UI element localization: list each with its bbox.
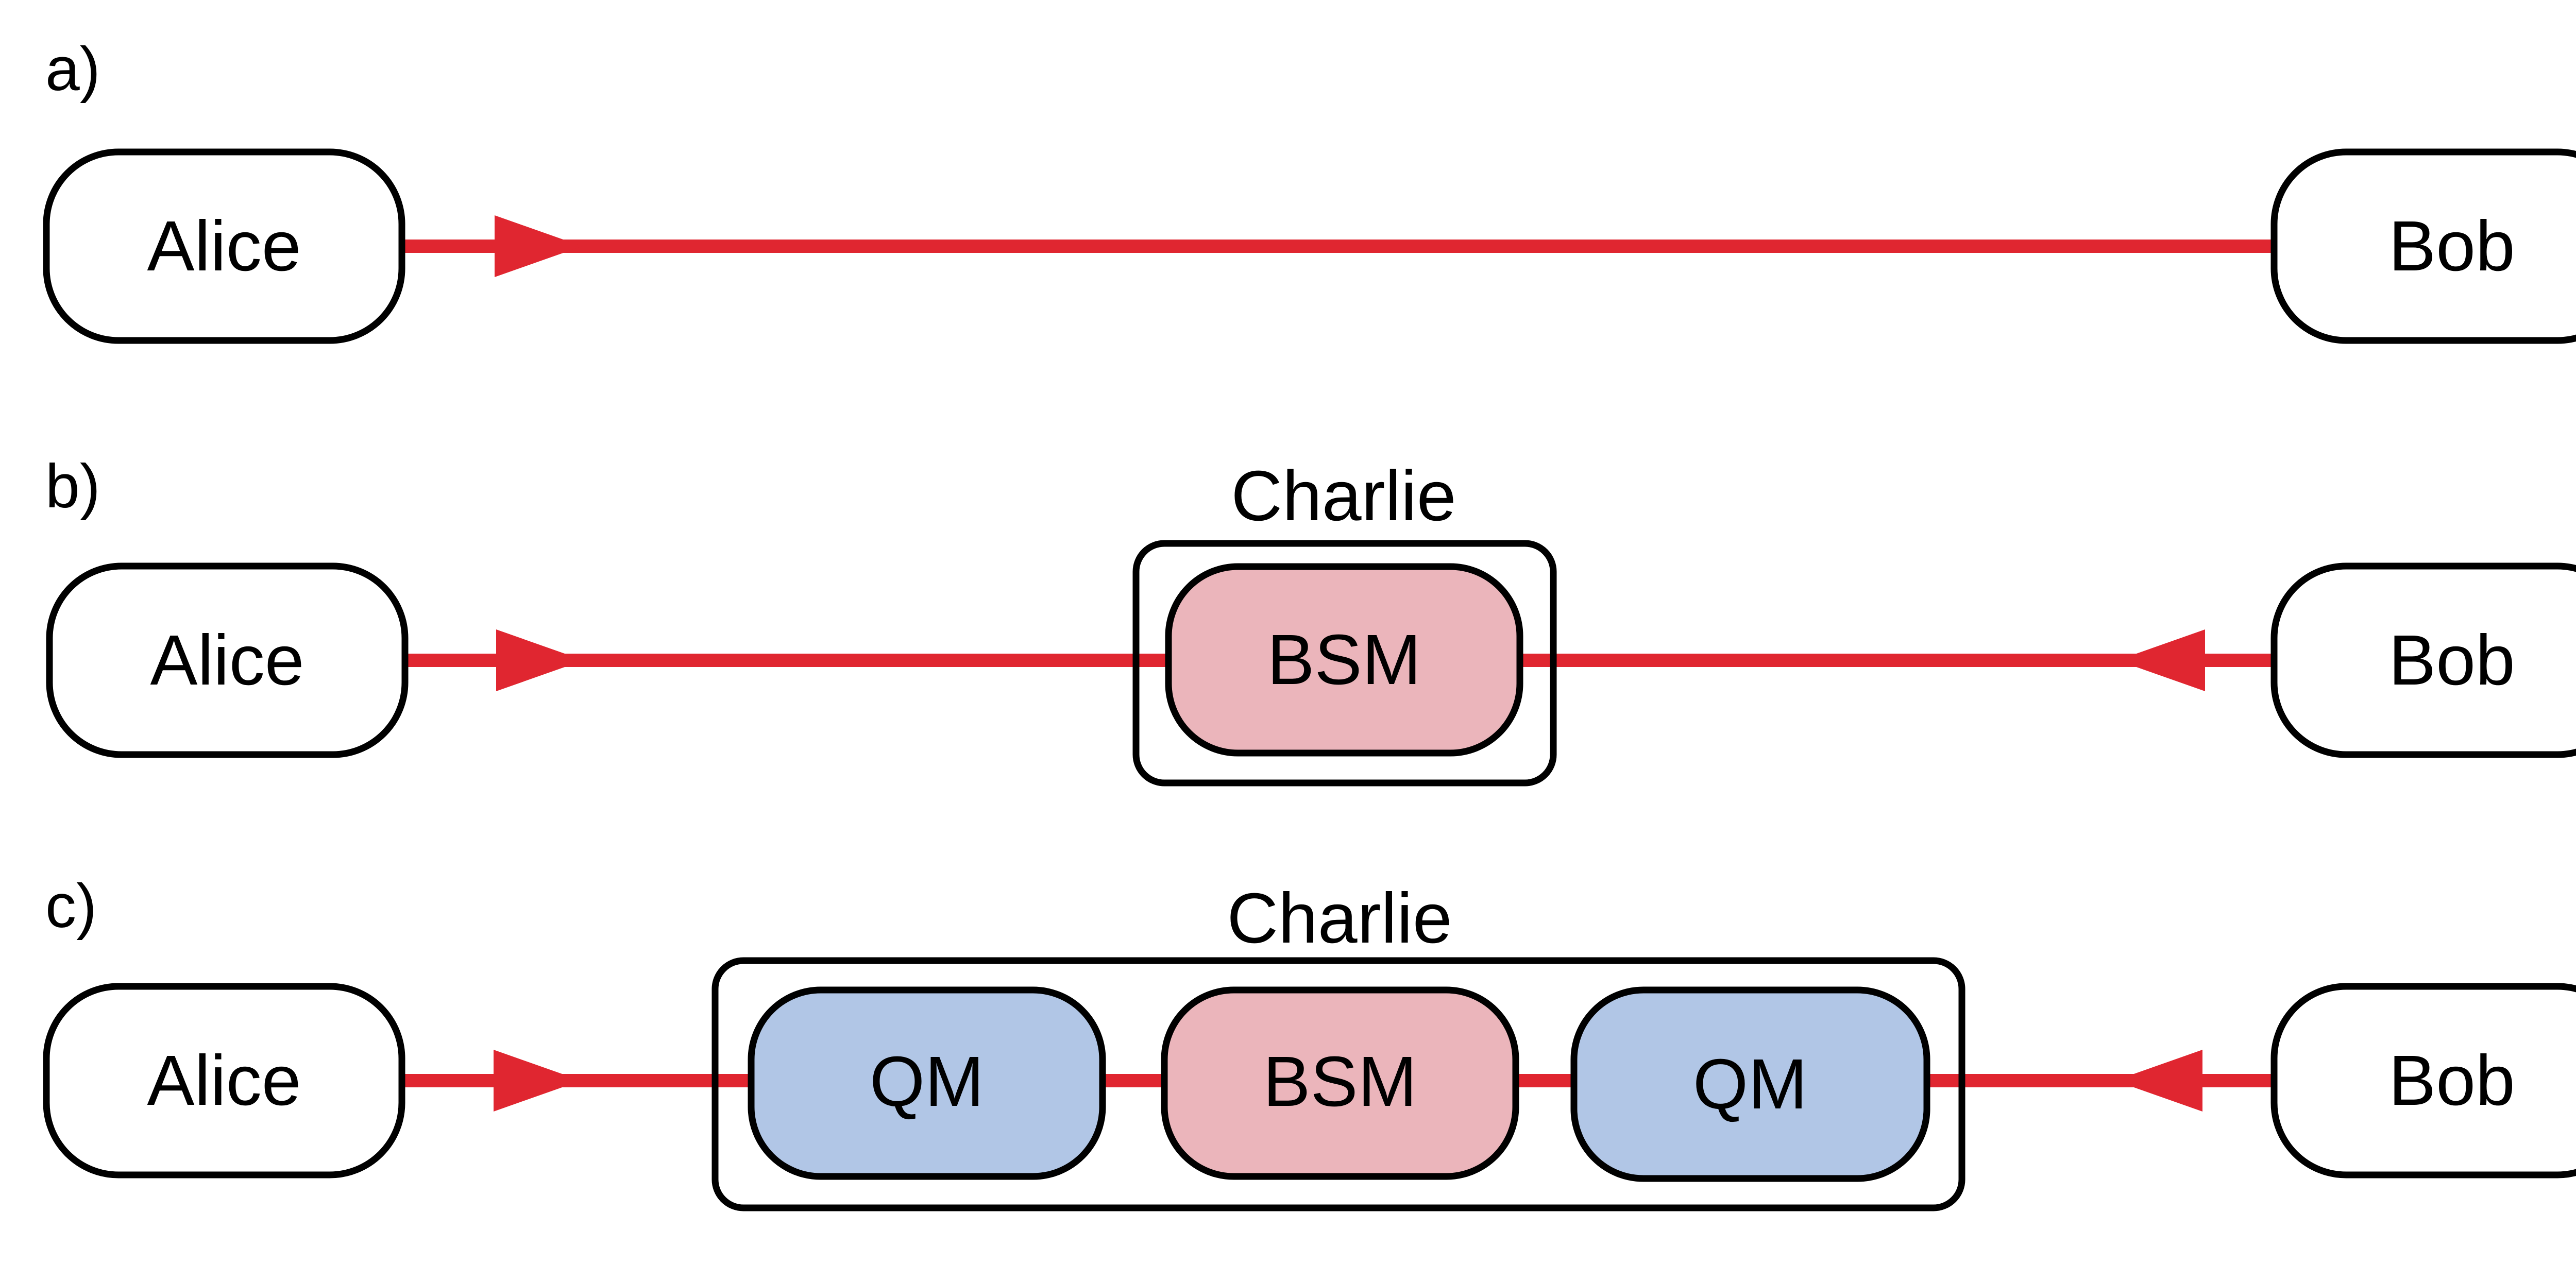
panel-c-charlie-label: Charlie [1227, 879, 1452, 958]
panel-b-charlie-group [1132, 540, 1557, 787]
panel-a-alice-label: Alice [147, 207, 301, 286]
panel-c-label: c) [45, 872, 97, 941]
panel-a-label: a) [45, 35, 100, 104]
panel-c-qm-left-label: QM [870, 1042, 984, 1121]
panel-b-bob-label: Bob [2388, 621, 2515, 700]
panel-c-alice-label: Alice [147, 1041, 301, 1120]
panel-b-arrow-right [496, 629, 584, 691]
panel-c-bsm-node [1161, 986, 1519, 1180]
panel-c-alice-node [43, 983, 405, 1178]
panel-b-bsm-node [1165, 563, 1523, 757]
panel-c-bob-node [2270, 983, 2576, 1178]
panel-a-bob-label: Bob [2388, 207, 2515, 286]
panel-b-alice-label: Alice [150, 621, 304, 700]
panel-a: a) Alice Bob [43, 35, 2576, 344]
panel-b-arrow-left [2117, 629, 2205, 691]
panel-c-qm-right-label: QM [1693, 1045, 1807, 1124]
panel-b-label: b) [45, 452, 100, 521]
panel-c-arrow-right [494, 1050, 581, 1112]
panel-b: b) Alice Bob Charlie BSM [45, 452, 2576, 787]
panel-b-alice-node [46, 562, 409, 758]
panel-c-qm-left-node [748, 986, 1106, 1180]
panel-c: c) Alice Bob Charlie QM BSM QM [43, 872, 2576, 1211]
panel-b-charlie-label: Charlie [1231, 456, 1456, 536]
panel-c-qm-right-node [1570, 986, 1930, 1182]
panel-a-arrow-right [495, 215, 582, 277]
panel-a-bob-node [2270, 148, 2576, 344]
panel-c-bob-label: Bob [2388, 1041, 2515, 1120]
panel-c-charlie-group [711, 957, 1965, 1211]
panel-a-alice-node [43, 148, 405, 344]
panel-c-arrow-left [2115, 1050, 2202, 1112]
panel-c-bsm-label: BSM [1263, 1042, 1417, 1121]
panel-b-bsm-label: BSM [1267, 620, 1421, 699]
panel-b-bob-node [2270, 562, 2576, 758]
